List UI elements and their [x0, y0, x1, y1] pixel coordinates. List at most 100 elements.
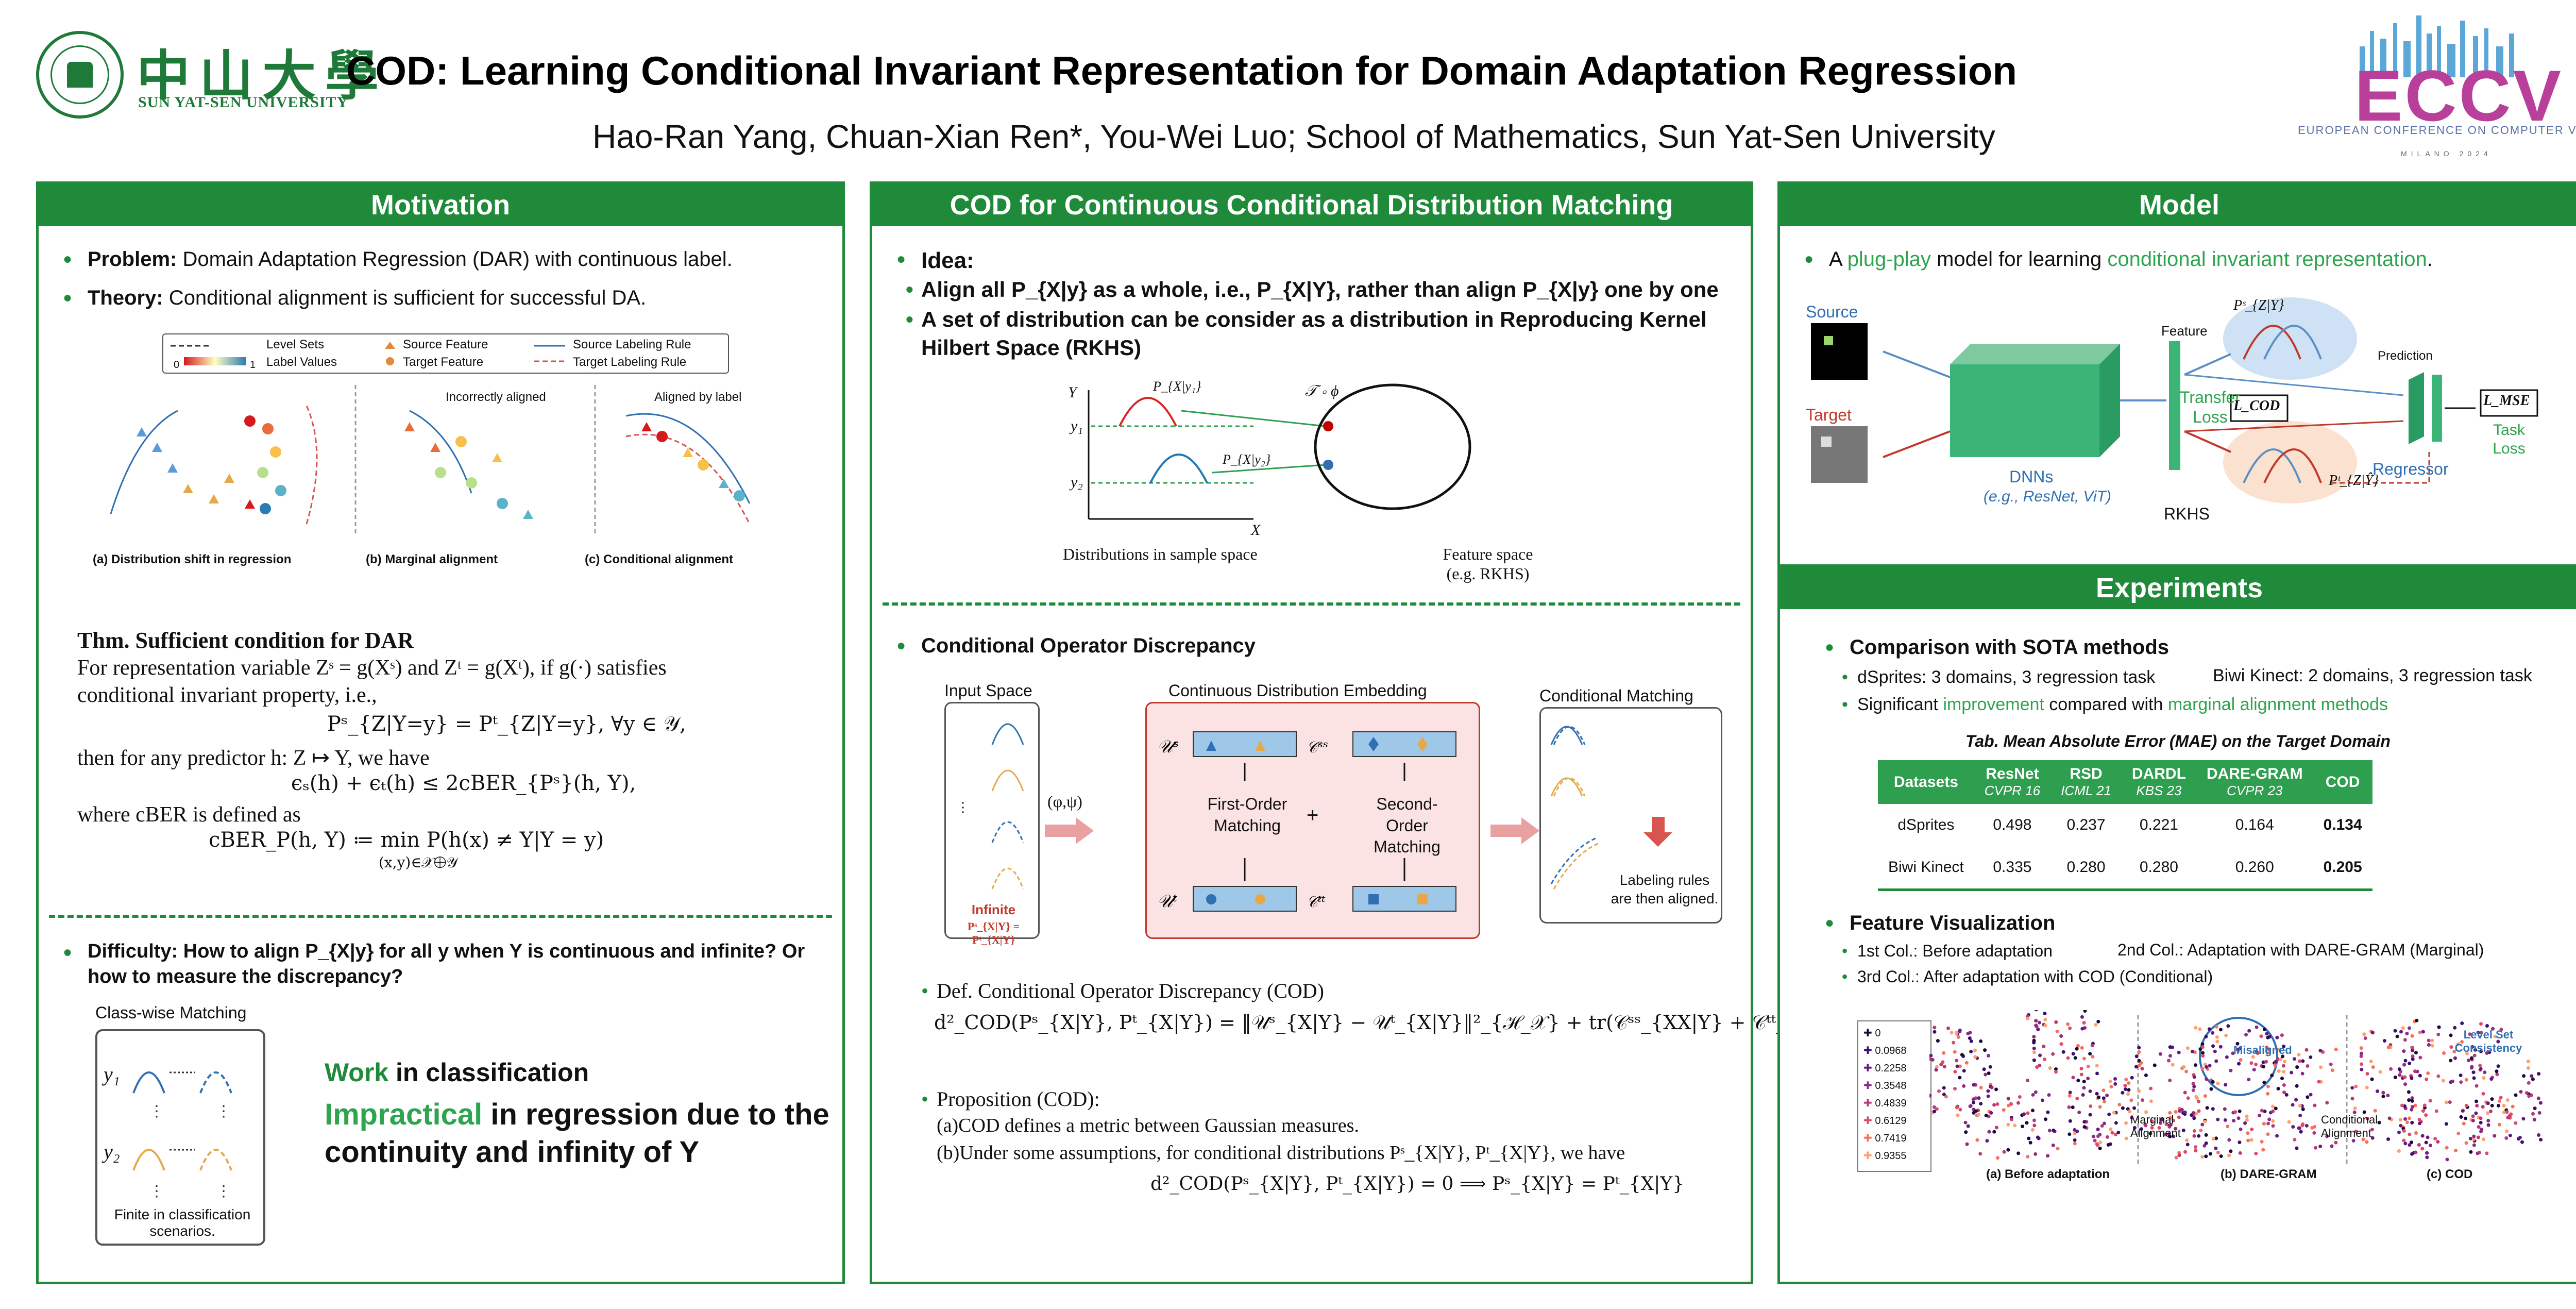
tsne-point: [2204, 1141, 2208, 1145]
tsne-point: [2294, 1098, 2298, 1102]
tsne-point: [2524, 1091, 2529, 1095]
tsne-point: [2243, 1121, 2247, 1125]
tsne-point: [2130, 1116, 2134, 1120]
eccv-subtitle: EUROPEAN CONFERENCE ON COMPUTER VISION: [2298, 124, 2576, 137]
tsne-point: [2434, 1109, 2438, 1113]
legend-marker-icon: ✚: [1863, 1063, 1875, 1074]
tsne-point: [2137, 1050, 2141, 1054]
tsne-point: [2214, 1146, 2218, 1150]
tsne-point: [2459, 1115, 2463, 1119]
svg-text:⋮: ⋮: [216, 1183, 231, 1200]
tsne-point: [2408, 1132, 2412, 1136]
tsne-point: [2036, 1028, 2040, 1032]
task-loss-label: Task Loss: [2493, 422, 2526, 457]
tsne-point: [2088, 1052, 2092, 1056]
tsne-point: [2153, 1063, 2157, 1067]
university-name-cn: 中山大學: [137, 44, 388, 107]
tsne-point: [2144, 1123, 2148, 1128]
tsne-point: [2493, 1034, 2497, 1038]
tsne-point: [2363, 1036, 2367, 1040]
tsne-point: [1946, 1026, 1950, 1030]
tsne-point: [2132, 1106, 2137, 1110]
tsne-point: [2505, 1098, 2510, 1102]
tsne-point: [2475, 1084, 2479, 1088]
tsne-point: [2124, 1136, 2128, 1140]
tsne-point: [2290, 1070, 2294, 1075]
theorem-eq-3-subscript: (x,y)∈𝒳⨁𝒴: [379, 854, 458, 871]
tsne-point: [1966, 1032, 1970, 1036]
tsne-point: [1972, 1100, 1976, 1104]
tsne-point: [2121, 1106, 2125, 1110]
poster-title: COD: Learning Conditional Invariant Repr…: [346, 48, 2018, 93]
classwise-box: ⋮⋮ ⋮⋮ y₁ y₂ Finite in classification sce…: [95, 1029, 265, 1246]
tsne-point: [2377, 1120, 2381, 1125]
tsne-point: [1950, 1031, 1954, 1035]
tsne-point: [2227, 1153, 2231, 1157]
tsne-point: [2397, 1149, 2401, 1153]
legend-marker-icon: ✚: [1863, 1028, 1875, 1039]
tsne-point: [2246, 1138, 2250, 1143]
tsne-point: [1969, 1039, 1973, 1043]
tsne-point: [1972, 1083, 1976, 1087]
tsne-point: [2360, 1067, 2364, 1071]
tsne-point: [2144, 1110, 2148, 1114]
legend-tick-0: 0: [174, 359, 180, 371]
tsne-point: [2204, 1154, 2208, 1159]
cond-match-title: Conditional Matching: [1539, 686, 1693, 705]
tsne-point: [2211, 1080, 2215, 1084]
tsne-point: [2027, 1136, 2031, 1140]
tsne-point: [2006, 1148, 2010, 1152]
tsne-point: [2204, 1133, 2208, 1137]
tsne-point: [2420, 1147, 2425, 1151]
tsne-point: [2071, 1052, 2075, 1056]
tsne-point: [1960, 1053, 1964, 1057]
pz-target-label: Pᵗ_{Z|Ŷ}: [2329, 473, 2379, 489]
tsne-point: [2081, 1093, 2085, 1097]
tsne-point: [2225, 1055, 2229, 1059]
legend-value: 0.0968: [1875, 1045, 1907, 1056]
tsne-point: [2291, 1103, 2295, 1107]
svg-text:𝒰ˢ: 𝒰ˢ: [1157, 736, 1179, 757]
tsne-point: [2475, 1099, 2479, 1103]
tsne-point: [2436, 1140, 2440, 1144]
tsne-point: [1979, 1085, 1983, 1089]
tsne-point: [2201, 1051, 2205, 1055]
tsne-point: [2462, 1121, 2466, 1126]
tsne-point: [2079, 1072, 2083, 1077]
tsne-point: [2184, 1069, 2189, 1073]
tsne-point: [2420, 1134, 2425, 1138]
tsne-point: [2096, 1128, 2100, 1132]
infinite-equation: Pˢ_{X|Y} = Pᵗ_{X|Y}: [967, 920, 1020, 946]
tsne-point: [2211, 1107, 2215, 1111]
tsne-point: [2405, 1120, 2409, 1125]
tsne-point: [2226, 1125, 2230, 1129]
tsne-point: [2026, 1111, 2030, 1115]
tsne-point: [2421, 1030, 2425, 1034]
tsne-point: [2174, 1155, 2178, 1160]
legend-source-rule: Source Labeling Rule: [573, 338, 691, 351]
cde-title: Continuous Distribution Embedding: [1168, 681, 1427, 700]
tsne-point: [2334, 1047, 2338, 1051]
tsne-point: [2370, 1077, 2374, 1081]
def-cod-label: Def. Conditional Operator Discrepancy (C…: [921, 978, 1324, 1004]
tsne-point: [2426, 1071, 2430, 1076]
tsne-point: [2034, 1023, 2038, 1028]
tsne-point: [2351, 1138, 2355, 1143]
tsne-figure: [1929, 1010, 2543, 1165]
tsne-point: [2209, 1152, 2213, 1156]
tsne-point: [2158, 1052, 2162, 1056]
tsne-point: [2399, 1123, 2403, 1128]
tsne-point: [2076, 1044, 2080, 1048]
tsne-point: [2203, 1094, 2207, 1098]
tsne-point: [2059, 1034, 2063, 1038]
tsne-point: [2051, 1052, 2055, 1056]
tsne-point: [1930, 1058, 1935, 1062]
tsne-point: [2200, 1042, 2205, 1046]
tsne-point: [2209, 1087, 2213, 1091]
tsne-point: [2106, 1143, 2110, 1147]
tsne-legend-item: ✚ 0.3548: [1863, 1079, 1907, 1092]
l-cod-label: L_COD: [2233, 398, 2280, 414]
eccv-skyline-logo: [2360, 15, 2514, 77]
tsne-point: [1933, 1030, 1937, 1034]
tsne-point: [2273, 1063, 2277, 1067]
